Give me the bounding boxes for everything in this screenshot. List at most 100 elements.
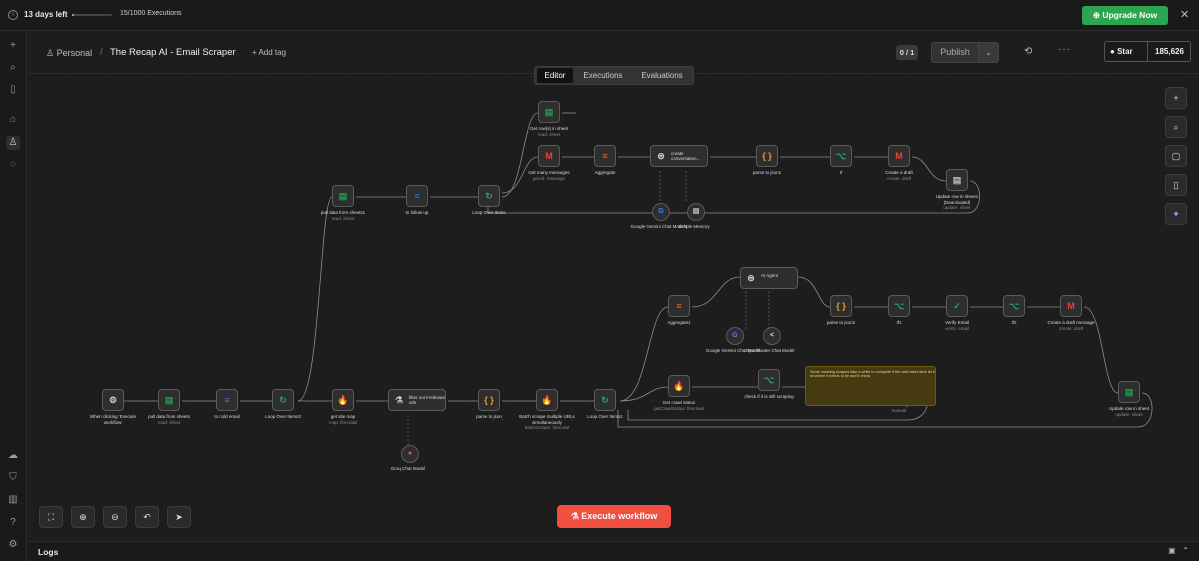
node-aggregate1[interactable]: ≡ <box>668 295 690 317</box>
view-tabs: Editor Executions Evaluations <box>534 66 694 85</box>
upgrade-label: Upgrade Now <box>1102 10 1158 20</box>
history-icon[interactable]: ⟲ <box>1024 46 1033 57</box>
node-google-gemini-chat-model1[interactable]: G <box>652 203 670 221</box>
node-label-text: If2 <box>1011 320 1017 325</box>
add-tag-button[interactable]: + Add tag <box>252 48 287 57</box>
publish-button[interactable]: Publish <box>931 42 979 63</box>
node-parse-to-json[interactable]: { } <box>478 389 500 411</box>
node-label-text: When clicking 'Execute workflow' <box>89 414 137 425</box>
cloud-icon[interactable]: ☁ <box>8 450 18 461</box>
help-icon[interactable]: ? <box>10 517 16 528</box>
node-verify-email[interactable]: ✓ <box>946 295 968 317</box>
node-icon: ≡ <box>602 151 608 161</box>
node-icon: { } <box>484 395 494 405</box>
breadcrumb-project[interactable]: ♙ Personal <box>46 48 93 58</box>
add-node-icon[interactable]: + <box>1165 87 1187 109</box>
node-label-text: Aggregate <box>594 170 616 175</box>
node-parse-to-json1[interactable]: { } <box>756 145 778 167</box>
node-aggregate[interactable]: ≡ <box>594 145 616 167</box>
node-icon: { } <box>762 151 772 161</box>
user-icon[interactable]: ♙ <box>6 136 20 150</box>
tab-executions[interactable]: Executions <box>583 71 623 80</box>
node-parse-to-json2[interactable]: { } <box>830 295 852 317</box>
node-get-row-s-in-sheet[interactable]: ▤ <box>538 101 560 123</box>
workflow-title[interactable]: The Recap AI - Email Scraper <box>110 47 236 58</box>
node-when-clicking-execute-workflow[interactable]: ⚙ <box>102 389 124 411</box>
plus-icon[interactable]: + <box>10 40 16 51</box>
tab-evaluations[interactable]: Evaluations <box>641 71 683 80</box>
panel-icon[interactable]: ▯ <box>10 84 16 95</box>
cursor-icon[interactable]: ➤ <box>167 506 191 528</box>
node-to-cold-email[interactable]: ≡ <box>216 389 238 411</box>
node-sublabel: create: draft <box>886 175 911 181</box>
chat-icon[interactable]: ◌ <box>10 159 16 170</box>
logs-toggle-icons[interactable]: ▣ ⌃ <box>1168 546 1189 555</box>
undo-icon[interactable]: ↶ <box>135 506 159 528</box>
panel-icon[interactable]: ▯ <box>1165 174 1187 196</box>
search-icon[interactable]: ⌕ <box>10 62 16 73</box>
chart-icon[interactable]: ▥ <box>8 494 18 505</box>
node-update-row-in-sheet1-deactivated[interactable]: ▤ <box>946 169 968 191</box>
node-ai-agent[interactable]: ⊜AI Agent <box>740 267 798 289</box>
github-star-widget[interactable]: ● Star 185,626 <box>1104 41 1191 62</box>
node-create-a-draft[interactable]: M <box>888 145 910 167</box>
node-simple-memory[interactable]: ▤ <box>687 203 705 221</box>
node-label-text: check if it is still scraping <box>744 394 794 399</box>
node-update-row-in-sheet[interactable]: ▤ <box>1118 381 1140 403</box>
node-get-crawl-status[interactable]: 🔥 <box>668 375 690 397</box>
tab-editor[interactable]: Editor <box>537 68 573 83</box>
shield-icon[interactable]: ⛉ <box>9 472 17 483</box>
node-get-many-messages[interactable]: M <box>538 145 560 167</box>
node-loop-over-items1[interactable]: ↻ <box>594 389 616 411</box>
home-icon[interactable]: ⌂ <box>9 114 17 125</box>
node-if2[interactable]: ⌥ <box>1003 295 1025 317</box>
node-if1[interactable]: ⌥ <box>888 295 910 317</box>
sticky-note[interactable]: Some crawling scrapes take a while to co… <box>805 366 936 406</box>
note-icon[interactable]: ▢ <box>1165 145 1187 167</box>
chevron-down-icon[interactable]: ⌄ <box>978 42 999 63</box>
node-label: Google Gemini Chat Model1 <box>629 224 689 230</box>
node-filter-out-irrelevant-urls[interactable]: ⚗filter out irrelevant urls <box>388 389 446 411</box>
node-icon: < <box>769 332 775 339</box>
sparkle-icon[interactable]: ✦ <box>1165 203 1187 225</box>
zoom-in-icon[interactable]: ⊕ <box>71 506 95 528</box>
node-sublabel: getCrawlStatus: firecrawl <box>654 405 704 411</box>
node-label-text: Loop Over Items1 <box>587 414 623 419</box>
node-sublabel: verify: email <box>944 325 969 331</box>
settings-icon[interactable]: ⚙ <box>8 539 18 550</box>
close-icon[interactable]: ✕ <box>1180 9 1190 21</box>
node-pull-data-from-sheets[interactable]: ▤ <box>158 389 180 411</box>
node-pull-data-from-sheets1[interactable]: ▤ <box>332 185 354 207</box>
node-batch-scrape-multiple-urls-simultaneously[interactable]: 🔥 <box>536 389 558 411</box>
node-label-text: If1 <box>896 320 902 325</box>
upgrade-button[interactable]: ⊕ Upgrade Now <box>1082 6 1168 25</box>
more-icon[interactable]: ··· <box>1058 44 1071 55</box>
search-icon[interactable]: ⌕ <box>1165 116 1187 138</box>
logs-panel[interactable]: Logs ▣ ⌃ <box>28 541 1199 561</box>
node-icon: 🔥 <box>673 381 685 391</box>
node-create-conversation[interactable]: ⊜create conversation... <box>650 145 708 167</box>
node-loop-over-items3[interactable]: ↻ <box>272 389 294 411</box>
zoom-out-icon[interactable]: ⊖ <box>103 506 127 528</box>
connection-wires <box>122 112 1153 447</box>
node-sublabel: read: sheet <box>331 215 355 221</box>
node-to-follow-up[interactable]: ≡ <box>406 185 428 207</box>
fit-view-icon[interactable]: ⛶ <box>39 506 63 528</box>
node-get-site-map[interactable]: 🔥 <box>332 389 354 411</box>
node-icon: ⚙ <box>108 395 118 405</box>
node-inline-label: AI Agent <box>761 273 779 278</box>
node-google-gemini-chat-model[interactable]: G <box>726 327 744 345</box>
node-if[interactable]: ⌥ <box>830 145 852 167</box>
node-check-if-it-is-still-scraping[interactable]: ⌥ <box>758 369 780 391</box>
node-create-a-draft-message[interactable]: M <box>1060 295 1082 317</box>
node-groq-chat-model[interactable]: ● <box>401 445 419 463</box>
node-loop-over-items[interactable]: ↻ <box>478 185 500 207</box>
node-icon: ≡ <box>414 191 420 201</box>
node-sublabel: read: sheet <box>537 131 561 137</box>
node-openrouter-chat-model[interactable]: < <box>763 327 781 345</box>
execute-workflow-button[interactable]: ⚗ Execute workflow <box>557 505 671 528</box>
node-label-text: Update row in sheet <box>1108 406 1150 411</box>
